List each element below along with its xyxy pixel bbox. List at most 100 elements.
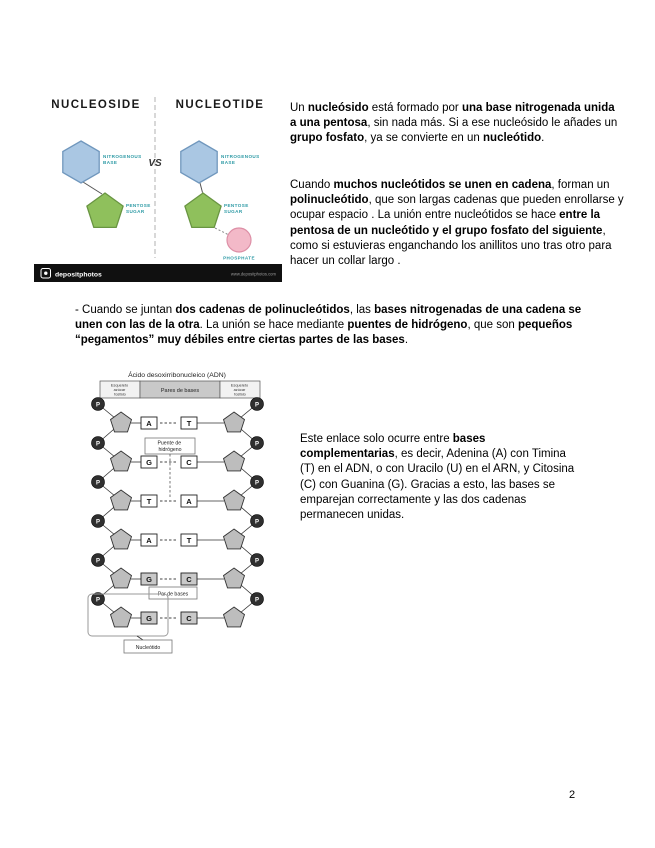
phosphate-letter: P — [255, 480, 259, 486]
base-label: NITROGENOUS — [221, 154, 260, 159]
sugar-pentagon — [222, 528, 246, 550]
phosphate-circle — [250, 553, 264, 567]
phosphate-circle — [91, 514, 105, 528]
sugar-pentagon — [222, 567, 246, 589]
base-box — [180, 416, 198, 430]
phosphate-circle — [91, 592, 105, 606]
sugar-pentagon — [222, 411, 246, 433]
sugar-pentagon — [222, 606, 246, 628]
base-box — [180, 494, 198, 508]
phosphate-circle — [250, 436, 264, 450]
phosphate-circle — [250, 592, 264, 606]
hydrogen-bond-label: Puente de hidrógeno — [157, 441, 182, 454]
base-letter: T — [147, 497, 152, 506]
sugar-pentagon — [109, 528, 133, 550]
sugar-phosphate-bond — [214, 227, 229, 235]
base-letter: G — [146, 458, 152, 467]
nitrogenous-base-hexagon — [62, 140, 100, 184]
sugar-pentagon — [222, 450, 246, 472]
base-label: BASE — [221, 160, 235, 165]
base-letter: A — [146, 536, 152, 545]
base-letter: G — [146, 614, 152, 623]
sugar-label: SUGAR — [224, 209, 243, 214]
base-letter: A — [186, 497, 192, 506]
sugar-pentagon — [109, 567, 133, 589]
base-letter: T — [187, 419, 192, 428]
paragraph-complementary-bases: Este enlace solo ocurre entre bases comp… — [300, 433, 575, 521]
phosphate-letter: P — [96, 402, 100, 408]
base-box — [180, 611, 198, 625]
paragraph-nucleoside-definition: Un nucleósido está formado por una base … — [290, 102, 618, 145]
sugar-label: PENTOSE — [224, 203, 249, 208]
pentose-sugar-pentagon — [184, 192, 222, 229]
base-label: BASE — [103, 160, 117, 165]
phosphate-letter: P — [96, 558, 100, 564]
phosphate-circle — [91, 436, 105, 450]
phosphate-circle — [91, 475, 105, 489]
paragraph-two-chains: - Cuando se juntan dos cadenas de polinu… — [75, 304, 582, 347]
phosphate-letter: P — [255, 597, 259, 603]
base-letter: T — [187, 536, 192, 545]
phosphate-letter: P — [255, 558, 259, 564]
base-letter: A — [146, 419, 152, 428]
base-box — [140, 416, 158, 430]
pentose-sugar-pentagon — [86, 192, 124, 229]
sugar-pentagon — [222, 489, 246, 511]
page-number: 2 — [569, 789, 576, 801]
base-box — [180, 572, 198, 586]
base-label: NITROGENOUS — [103, 154, 142, 159]
base-box — [140, 572, 158, 586]
sugar-pentagon — [109, 606, 133, 628]
phosphate-circle — [250, 397, 264, 411]
base-box — [180, 533, 198, 547]
header-box-right — [219, 380, 261, 399]
phosphate-label: PHOSPHATE — [223, 256, 255, 261]
base-letter: C — [186, 575, 192, 584]
base-box — [180, 455, 198, 469]
nucleotide-outline — [87, 593, 169, 637]
base-sugar-bond — [82, 181, 103, 195]
dna-figure-title: Ácido desoxirribonucleico (ADN) — [128, 370, 226, 379]
depositphotos-icon — [44, 271, 48, 275]
watermark-bar — [34, 264, 282, 282]
base-pair-label: Par de bases — [158, 592, 189, 598]
phosphate-letter: P — [96, 441, 100, 447]
base-letter: C — [186, 458, 192, 467]
phosphate-letter: P — [255, 441, 259, 447]
sugar-pentagon — [109, 489, 133, 511]
sugar-label: SUGAR — [126, 209, 145, 214]
nucleoside-title: NUCLEOSIDE — [51, 99, 140, 111]
nucleotide-leader — [136, 635, 144, 641]
phosphate-circle — [91, 553, 105, 567]
nucleoside-vs-nucleotide-figure: NUCLEOSIDE NUCLEOTIDE VS NITROGENOUS BAS… — [34, 97, 282, 282]
header-center-text: Pares de bases — [161, 388, 199, 394]
nucleotide-label: Nucleótido — [136, 645, 161, 651]
phosphate-circle — [250, 514, 264, 528]
phosphate-letter: P — [255, 519, 259, 525]
base-pair-label-box — [148, 586, 198, 600]
dna-structure-figure: Ácido desoxirribonucleico (ADN) Esquelet… — [87, 370, 264, 654]
phosphate-letter: P — [96, 597, 100, 603]
phosphate-circle — [226, 227, 252, 253]
watermark-url-text: www.depositphotos.com — [231, 272, 277, 277]
base-box — [140, 494, 158, 508]
base-letter: C — [186, 614, 192, 623]
base-box — [140, 611, 158, 625]
phosphate-letter: P — [96, 480, 100, 486]
base-letter: G — [146, 575, 152, 584]
phosphate-letter: P — [255, 402, 259, 408]
sugar-label: PENTOSE — [126, 203, 151, 208]
phosphate-circle — [250, 475, 264, 489]
depositphotos-icon — [40, 268, 51, 279]
nucleotide-label-box — [123, 639, 173, 654]
base-box — [140, 533, 158, 547]
nucleotide-title: NUCLEOTIDE — [176, 99, 265, 111]
base-sugar-bond — [199, 182, 203, 193]
watermark-logo-text: depositphotos — [55, 272, 102, 279]
header-right-text: Esqueleto azúcar fosfato — [231, 383, 249, 397]
sugar-pentagon — [109, 411, 133, 433]
sugar-pentagon — [109, 450, 133, 472]
vs-label: VS — [148, 158, 162, 169]
